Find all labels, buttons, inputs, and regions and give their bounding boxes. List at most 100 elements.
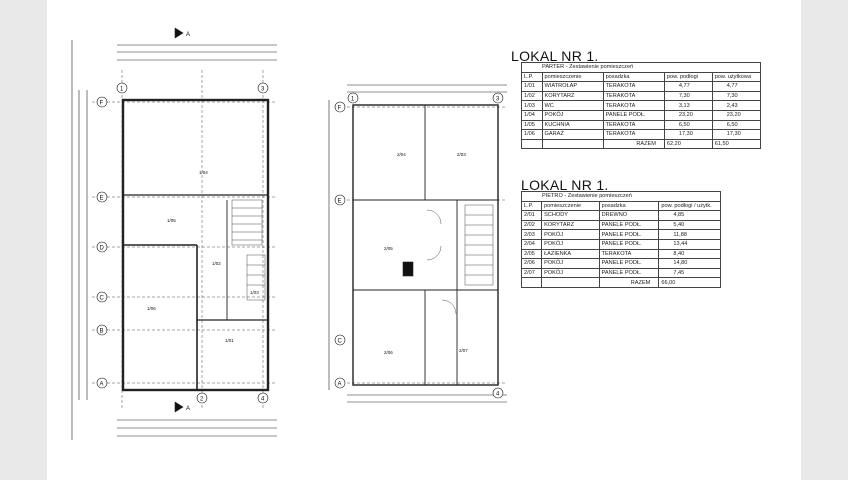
table-cell: WIATROŁAP: [541, 81, 604, 92]
table-cell: 23,20: [711, 109, 762, 121]
table-cell: 17,30: [711, 129, 762, 140]
table-cell: PANELE PODŁ.: [598, 238, 660, 250]
lokal1-header-row: L.P. pomieszczenie posadzka pow. podłogi…: [521, 71, 762, 83]
table-cell: 13,44: [658, 238, 721, 250]
room-tag-2-03: 2/03: [457, 152, 466, 157]
table-cell: PANELE PODŁ.: [602, 109, 665, 121]
room-tag-1-01: 1/01: [225, 338, 234, 343]
table-cell: PANELE PODŁ.: [598, 229, 660, 240]
upper-grid-row-e: E: [338, 199, 342, 205]
ground-grid-markers: [96, 82, 269, 404]
col2-room: pomieszczenie: [541, 200, 600, 212]
room-tag-2-04: 2/04: [397, 152, 406, 157]
upper-grid-row-f: F: [338, 106, 342, 112]
table-cell: 6,50: [711, 119, 762, 131]
table-cell: POKÓJ: [541, 109, 604, 121]
table-cell: PANELE PODŁ.: [598, 258, 660, 269]
table-cell: 4,85: [658, 210, 721, 221]
table-cell: 7,30: [711, 90, 762, 102]
table-cell: 2/06: [520, 258, 543, 269]
table-cell: TERAKOTA: [602, 129, 665, 140]
grid-col-2: 2: [200, 397, 204, 403]
grid-labels: F E D C B A 1 2 3 4 A A F E C A 1 3 4: [100, 32, 501, 412]
room-tag-1-03: 1/03: [250, 290, 259, 295]
table-cell: 4,77: [663, 81, 713, 92]
table-cell: 1/04: [521, 109, 543, 121]
table-cell: WC: [541, 100, 604, 111]
col-usable-area: pow. użytkowa: [711, 71, 762, 83]
col2-lp: L.P.: [520, 200, 543, 212]
table-cell: 7,45: [658, 267, 721, 279]
table-cell: 11,88: [658, 229, 721, 240]
table-cell: 2/07: [520, 267, 543, 279]
lokal1-total-label: RAZEM: [602, 138, 665, 150]
lokal1-table: PARTER - Zestawienie pomieszczeń L.P. po…: [521, 62, 762, 150]
col-lp: L.P.: [521, 71, 543, 83]
room-tag-1-02: 1/02: [212, 261, 221, 266]
room-tags: 1/04 1/06 1/05 1/02 1/03 1/01 2/04 2/03 …: [147, 152, 468, 355]
lokal2-subtitle: PIETRO - Zestawienie pomieszczeń: [521, 191, 721, 202]
table-cell: 6,50: [663, 119, 713, 131]
table-cell: 2/02: [520, 219, 543, 231]
grid-col-1: 1: [120, 87, 124, 93]
table-cell: POKÓJ: [541, 238, 600, 250]
lokal1-title: LOKAL NR 1.: [511, 48, 599, 64]
grid-row-d: D: [100, 246, 105, 252]
col-floor-area: pow. podłogi: [663, 71, 713, 83]
room-tag-1-06: 1/06: [147, 306, 156, 311]
col2-floor-type: posadzka: [598, 200, 660, 212]
table-cell: POKÓJ: [541, 267, 600, 279]
room-tag-1-05: 1/05: [167, 218, 176, 223]
upper-grid-row-c: C: [338, 339, 343, 345]
room-tag-2-05: 2/05: [384, 246, 393, 251]
upper-grid-row-a: A: [338, 382, 342, 388]
table-cell: 1/02: [521, 90, 543, 102]
col-floor-type: posadzka: [602, 71, 665, 83]
table-cell: 8,40: [658, 248, 721, 260]
table-cell: PANELE PODŁ.: [598, 267, 660, 279]
table-cell: 23,20: [663, 109, 713, 121]
grid-col-3: 3: [261, 87, 265, 93]
room-tag-1-04: 1/04: [199, 170, 208, 175]
table-cell: PANELE PODŁ.: [598, 219, 660, 231]
table-cell: 7,30: [663, 90, 713, 102]
table-cell: 2/03: [520, 229, 543, 240]
table-cell: TERAKOTA: [602, 100, 665, 111]
upper-grid-markers: [334, 92, 504, 399]
upper-grid-col-4: 4: [496, 392, 500, 398]
section-mark-bottom: A: [186, 406, 190, 412]
table-cell: 2/01: [520, 210, 543, 221]
table-cell: TERAKOTA: [602, 119, 665, 131]
grid-col-4: 4: [261, 397, 265, 403]
table-cell: KORYTARZ: [541, 90, 604, 102]
table-cell: KORYTARZ: [541, 219, 600, 231]
table-cell: SCHODY: [541, 210, 600, 221]
table-cell: 2/04: [520, 238, 543, 250]
table-cell: 3,13: [663, 100, 713, 111]
table-cell: DREWNO: [598, 210, 660, 221]
col2-area: pow. podłogi / użytk.: [658, 200, 721, 212]
table-cell: POKÓJ: [541, 258, 600, 269]
grid-row-e: E: [100, 196, 104, 202]
table-cell: ŁAZIENKA: [541, 248, 600, 260]
grid-row-f: F: [100, 101, 104, 107]
table-cell: 17,30: [663, 129, 713, 140]
lokal1-subtitle: PARTER - Zestawienie pomieszczeń: [521, 62, 761, 73]
table-cell: TERAKOTA: [598, 248, 660, 260]
table-cell: GARAŻ: [541, 129, 604, 140]
table-cell: 4,77: [711, 81, 762, 92]
lokal1-total-usable: 61,50: [711, 138, 762, 150]
room-tag-2-07: 2/07: [459, 348, 468, 353]
table-cell: TERAKOTA: [602, 81, 665, 92]
grid-row-b: B: [100, 329, 104, 335]
